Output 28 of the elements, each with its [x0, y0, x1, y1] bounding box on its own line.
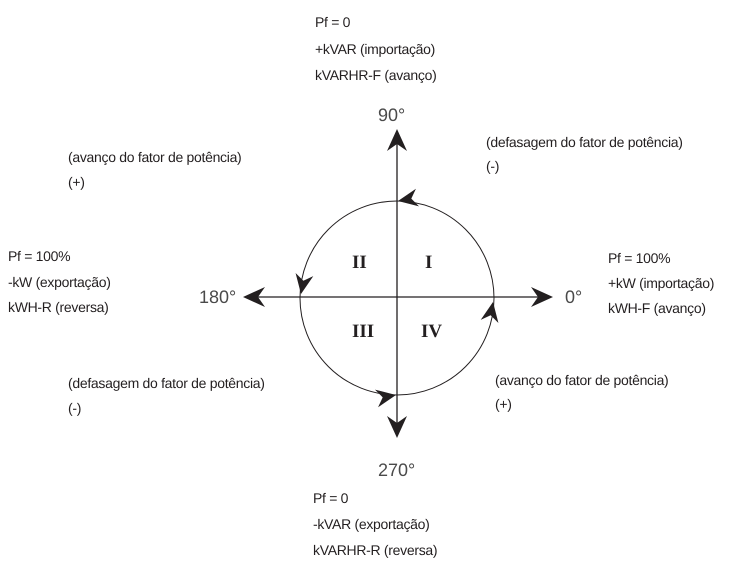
annotation-text: -kVAR (exportação): [313, 515, 430, 533]
angle-label: 90°: [378, 104, 406, 126]
annotation-text: kVARHR-F (avanço): [315, 66, 436, 84]
quadrant-label: IV: [421, 321, 442, 343]
quadrant-label: I: [425, 252, 432, 274]
annotation-text: kVARHR-R (reversa): [313, 541, 438, 559]
annotation-text: Pf = 100%: [8, 247, 70, 265]
annotation-text: -kW (exportação): [8, 273, 111, 291]
annotation-text: kWH-R (reversa): [8, 298, 108, 316]
annotation-text: Pf = 100%: [608, 249, 670, 267]
quadrant-label: II: [352, 252, 367, 274]
annotation-text: kWH-F (avanço): [608, 299, 706, 317]
annotation-text: (avanço do fator de potência): [68, 148, 242, 166]
annotation-text: (defasagem do fator de potência): [486, 133, 683, 151]
annotation-text: (+): [68, 173, 85, 191]
annotation-text: (-): [486, 157, 500, 175]
angle-label: 270°: [378, 459, 416, 481]
angle-label: 180°: [199, 286, 236, 308]
quadrant-label: III: [352, 321, 374, 343]
annotation-text: +kW (importação): [608, 274, 714, 292]
annotation-text: (defasagem do fator de potência): [68, 374, 265, 392]
angle-label: 0°: [565, 286, 582, 308]
annotation-text: Pf = 0: [315, 13, 350, 31]
annotation-text: Pf = 0: [313, 489, 348, 507]
annotation-text: (+): [495, 395, 512, 413]
annotation-text: (avanço do fator de potência): [495, 371, 668, 389]
annotation-text: (-): [68, 399, 82, 417]
annotation-text: +kVAR (importação): [315, 40, 435, 58]
